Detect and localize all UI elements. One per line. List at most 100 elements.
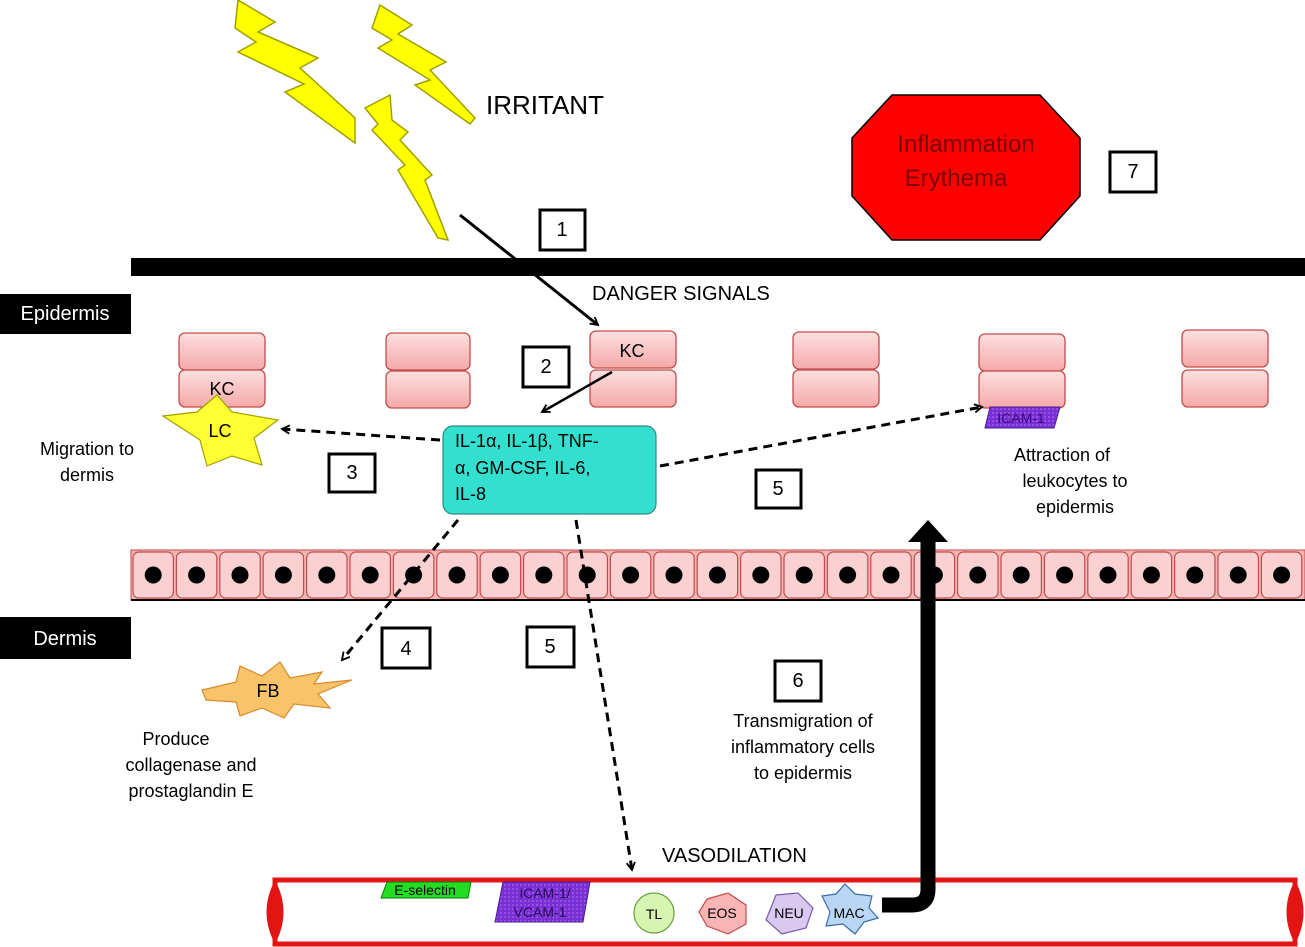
attraction-text-line2: leukocytes to: [1022, 471, 1127, 491]
svg-text:ICAM-1/: ICAM-1/: [519, 885, 570, 901]
attraction-text-line1: Attraction of: [1014, 445, 1111, 465]
basal-cell: [522, 551, 565, 599]
langerhans-cell: LC: [161, 394, 280, 467]
basal-cell: [1260, 551, 1303, 599]
macrophage: MAC: [821, 883, 880, 935]
svg-text:MAC: MAC: [833, 905, 864, 921]
arrow-to-fibroblast: [342, 519, 460, 660]
keratinocyte: [385, 370, 471, 409]
basal-cell: [479, 551, 522, 599]
basal-cell: [1087, 551, 1129, 599]
basal-cell: [175, 551, 218, 599]
arrow-to-icam-1: [659, 407, 982, 468]
basal-cell: [306, 551, 348, 599]
icam-1-epidermis: ICAM-1: [984, 406, 1061, 429]
svg-text:5: 5: [772, 478, 783, 500]
keratinocyte: [589, 369, 677, 408]
svg-text:7: 7: [1127, 161, 1138, 183]
neutrophil: NEU: [765, 892, 814, 935]
keratinocyte: [385, 332, 471, 371]
step-box-5-upper: 5: [754, 468, 803, 510]
cytokine-box: IL-1α, IL-1β, TNF- α, GM-CSF, IL-6, IL-8: [442, 425, 657, 515]
cytokine-text-line1: IL-1α, IL-1β, TNF-: [455, 431, 599, 451]
keratinocyte: [178, 332, 266, 371]
svg-text:2: 2: [540, 356, 551, 378]
cytokine-text-line3: IL-8: [455, 484, 486, 504]
step-box-6: 6: [773, 659, 823, 703]
svg-text:FB: FB: [256, 681, 279, 701]
keratinocyte: [792, 369, 880, 408]
transmigration-text-line2: inflammatory cells: [731, 737, 875, 757]
svg-text:Epidermis: Epidermis: [21, 303, 110, 325]
basal-cell: [783, 551, 826, 599]
svg-text:5: 5: [544, 636, 555, 658]
dermis-label: Dermis: [0, 617, 131, 659]
keratinocyte: [1181, 369, 1269, 408]
vasodilation-label: VASODILATION: [662, 845, 807, 867]
svg-text:LC: LC: [208, 421, 231, 441]
produce-text-line2: collagenase and: [125, 755, 256, 775]
step-box-5-lower: 5: [525, 625, 576, 669]
svg-text:VCAM-1: VCAM-1: [514, 904, 567, 920]
svg-text:TL: TL: [646, 906, 663, 922]
basal-cell: [219, 551, 261, 599]
basal-cell: [1173, 551, 1216, 599]
inflammation-label: Inflammation: [897, 131, 1034, 158]
step-box-2: 2: [521, 345, 571, 389]
e-selectin-marker: E-selectin: [380, 881, 472, 899]
eosinophil: EOS: [698, 892, 747, 935]
basal-cell: [349, 551, 392, 599]
keratinocyte: [792, 331, 880, 370]
basal-cell: [870, 551, 912, 599]
danger-signals-label: DANGER SIGNALS: [592, 283, 770, 305]
basal-cell: [739, 551, 782, 599]
t-lymphocyte: TL: [633, 892, 675, 934]
fibroblast: FB: [201, 661, 353, 719]
icam-vcam-marker: ICAM-1/ VCAM-1: [494, 881, 591, 923]
svg-text:EOS: EOS: [707, 905, 737, 921]
svg-text:E-selectin: E-selectin: [394, 882, 455, 898]
arrow-kc-to-cytokines: [542, 370, 613, 414]
transmigration-arrow: [882, 520, 948, 913]
svg-text:NEU: NEU: [774, 905, 804, 921]
svg-text:4: 4: [400, 638, 411, 660]
step-box-1: 1: [538, 208, 587, 252]
produce-text-line1: Produce: [142, 729, 209, 749]
keratinocyte: [978, 333, 1066, 372]
basal-cell: [609, 551, 652, 599]
keratinocyte: [978, 370, 1066, 409]
erythema-label: Erythema: [905, 165, 1008, 192]
skin-surface-line: [131, 258, 1305, 276]
basal-cell: [696, 551, 739, 599]
basal-cell: [1217, 551, 1260, 599]
keratinocytes: [178, 329, 1269, 409]
basal-cell: [653, 551, 695, 599]
arrow-to-lc: [282, 429, 441, 442]
basal-cell: [956, 551, 999, 599]
lightning-bolt-icon: [234, 0, 356, 145]
attraction-text-line3: epidermis: [1036, 497, 1114, 517]
svg-text:ICAM-1: ICAM-1: [997, 410, 1045, 426]
migration-text-line1: Migration to: [40, 439, 134, 459]
step-box-3: 3: [327, 452, 377, 494]
kc-label-center: KC: [619, 341, 644, 361]
basal-cell: [1000, 551, 1043, 599]
svg-text:3: 3: [346, 462, 357, 484]
irritant-label: IRRITANT: [486, 90, 604, 120]
migration-text-line2: dermis: [60, 465, 114, 485]
step-box-4: 4: [380, 626, 432, 670]
basal-cell: [436, 551, 478, 599]
lightning-bolts: [234, 0, 477, 242]
basal-cell: [262, 551, 305, 599]
svg-text:1: 1: [556, 219, 567, 241]
keratinocyte: [589, 330, 677, 369]
lightning-bolt-icon: [371, 3, 477, 126]
basal-cell: [132, 551, 175, 599]
basal-cell: [1043, 551, 1086, 599]
inflammation-stop-sign: [851, 94, 1081, 241]
keratinocyte: [1181, 329, 1269, 368]
cytokine-text-line2: α, GM-CSF, IL-6,: [455, 458, 590, 478]
epidermis-label: Epidermis: [0, 294, 131, 334]
produce-text-line3: prostaglandin E: [128, 781, 253, 801]
